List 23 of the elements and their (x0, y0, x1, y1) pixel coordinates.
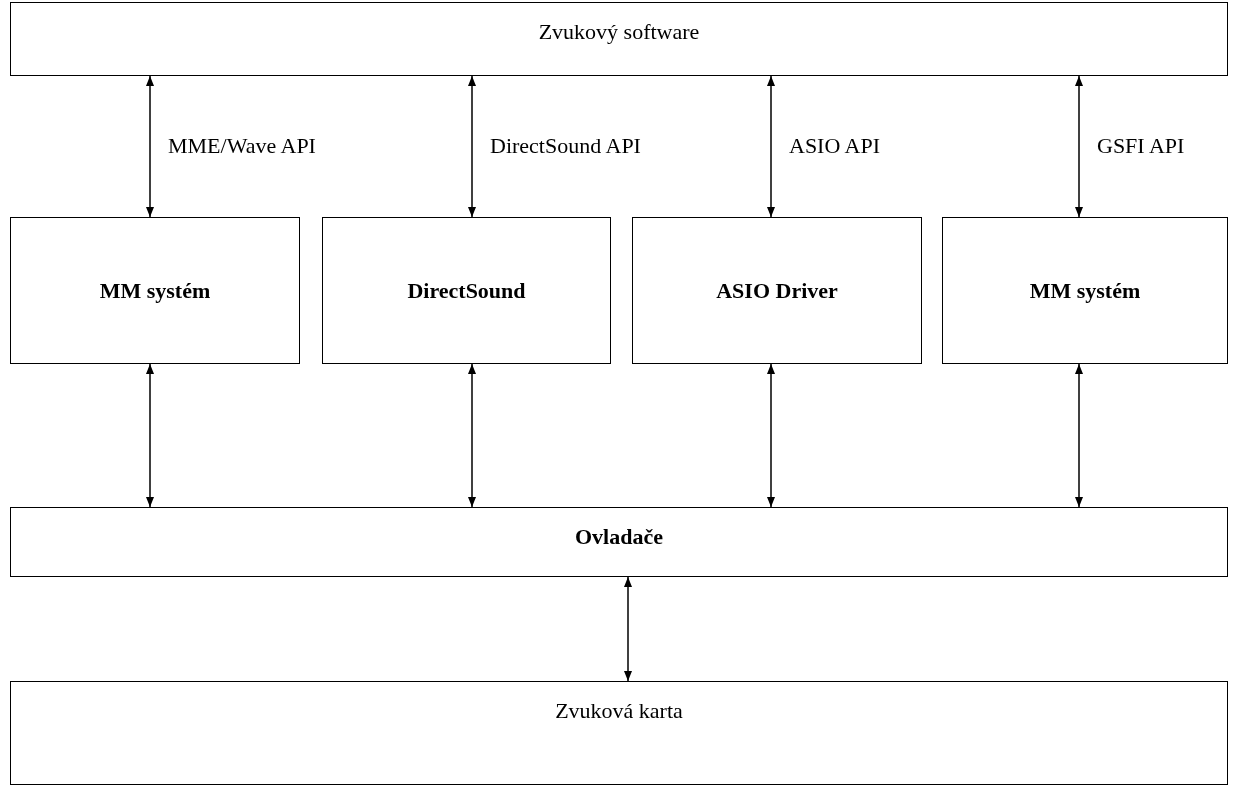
component-box (942, 217, 1228, 364)
double-arrow (624, 576, 632, 682)
double-arrow (468, 75, 476, 218)
double-arrow (767, 363, 775, 508)
node-label: Zvukový software (538, 19, 700, 45)
component-box (10, 217, 300, 364)
node-label: DirectSound (407, 277, 526, 304)
layer-box (10, 681, 1228, 785)
node-label: Ovladače (575, 524, 663, 550)
double-arrow (767, 75, 775, 218)
node-label: MM systém (1029, 277, 1141, 304)
double-arrow (468, 363, 476, 508)
double-arrow (1075, 75, 1083, 218)
layer-box (10, 507, 1228, 577)
node-label: ASIO Driver (716, 277, 838, 304)
node-label: MM systém (99, 277, 211, 304)
double-arrow (1075, 363, 1083, 508)
component-box (632, 217, 922, 364)
layer-box (10, 2, 1228, 76)
node-label: Zvuková karta (555, 698, 683, 724)
component-box (322, 217, 611, 364)
double-arrow (146, 75, 154, 218)
double-arrow (146, 363, 154, 508)
